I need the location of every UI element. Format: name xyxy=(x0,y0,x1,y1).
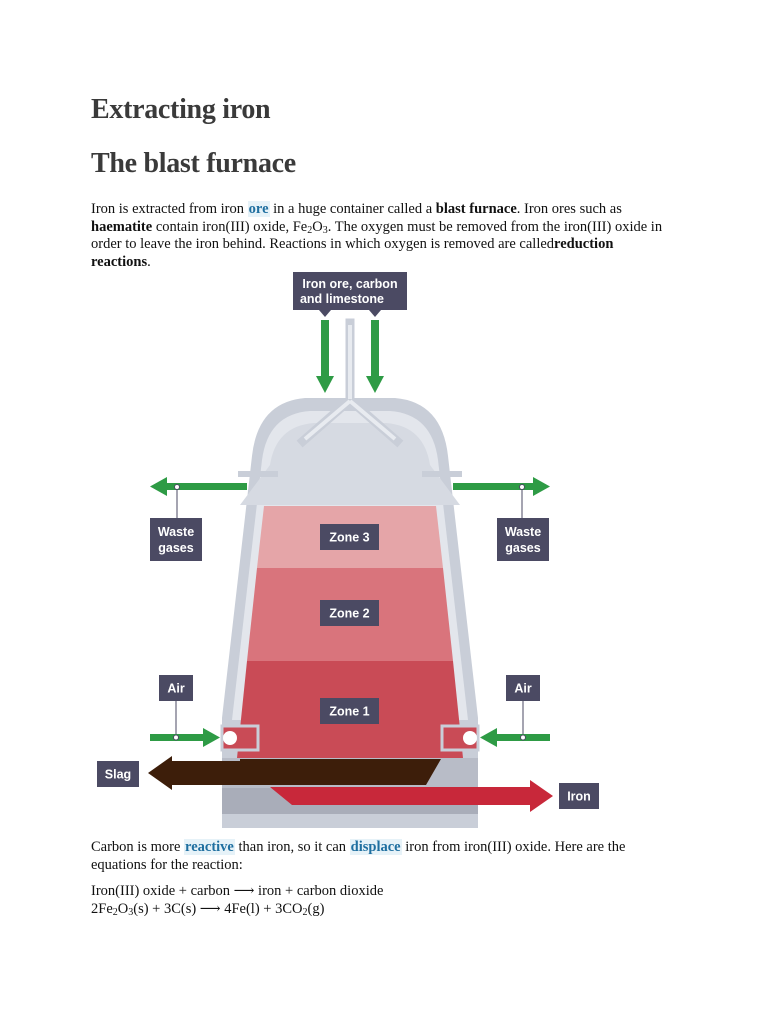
zone3-label: Zone 3 xyxy=(329,531,369,545)
input-label-box xyxy=(293,272,407,310)
iron-arrow xyxy=(270,780,553,812)
air-left-label-box xyxy=(159,675,193,701)
subscript: 2 xyxy=(112,907,118,918)
feed-pipe-inner xyxy=(303,325,397,441)
blast-furnace-term: blast furnace xyxy=(435,201,517,217)
intro-text: O xyxy=(312,218,323,235)
furnace-chamber-top xyxy=(240,423,460,505)
tuyere-right xyxy=(440,724,480,752)
equation-text: (s) + 3C(s) ⟶ 4Fe(l) + 3CO xyxy=(133,901,303,917)
waste-left-line2: gases xyxy=(158,541,193,555)
waste-gas-ducts xyxy=(238,471,462,477)
tuyere-right-opening xyxy=(463,731,477,745)
reaction-paragraph: Carbon is more reactive than iron, so it… xyxy=(91,839,666,874)
intro-paragraph: Iron is extracted from iron ore in a hug… xyxy=(91,201,666,271)
zone1-label-box xyxy=(320,698,379,724)
air-connectors xyxy=(175,701,524,737)
reactive-link[interactable]: reactive xyxy=(184,839,235,855)
intro-text: Iron is extracted from iron xyxy=(91,201,248,217)
tuyere-left-opening xyxy=(223,731,237,745)
page-title: Extracting iron xyxy=(91,94,271,125)
slag-arrow xyxy=(148,756,441,790)
waste-gas-arrows xyxy=(150,477,550,496)
intro-text: . Iron ores such as xyxy=(516,201,622,217)
intro-text: in a huge container called a xyxy=(269,201,436,217)
connector-dot xyxy=(519,484,525,490)
intro-text: . xyxy=(147,253,151,270)
waste-right-line1: Waste xyxy=(505,525,541,539)
slag-label: Slag xyxy=(105,768,131,782)
zone2-label: Zone 2 xyxy=(329,607,369,621)
reaction-text: Carbon is more xyxy=(91,839,185,855)
connector-dot xyxy=(520,734,526,741)
feed-arrows xyxy=(316,320,384,393)
reduction-reactions-term: reduction reactions xyxy=(91,236,614,270)
section-heading: The blast furnace xyxy=(91,148,296,179)
displace-link[interactable]: displace xyxy=(349,839,402,855)
reaction-text: than iron, so it can xyxy=(234,839,350,855)
intro-text: . The oxygen must be removed from the ir… xyxy=(91,218,663,253)
subscript: 3 xyxy=(322,224,328,236)
zone3-label-box xyxy=(320,524,379,550)
reaction-text: iron from iron(III) oxide. Here are the … xyxy=(91,839,626,873)
equation-text: (g) xyxy=(307,901,325,917)
word-equation: Iron(III) oxide + carbon ⟶ iron + carbon… xyxy=(91,883,384,899)
air-right-label: Air xyxy=(514,682,532,696)
intro-text: contain iron(III) oxide, Fe xyxy=(152,218,308,235)
subscript: 2 xyxy=(302,907,308,918)
zone1-label: Zone 1 xyxy=(329,705,369,719)
input-label-line1: Iron ore, carbon xyxy=(302,277,397,291)
connector-dot xyxy=(173,734,179,741)
waste-gas-connectors xyxy=(176,487,523,518)
equation-text: O xyxy=(117,901,129,917)
iron-label-box xyxy=(559,783,599,809)
subscript: 3 xyxy=(128,907,134,918)
waste-right-line2: gases xyxy=(505,541,540,555)
air-right-label-box xyxy=(506,675,540,701)
iron-label: Iron xyxy=(567,790,591,804)
slag-label-box xyxy=(97,761,139,787)
input-label-pointer-left xyxy=(319,310,331,317)
waste-left-line1: Waste xyxy=(158,525,194,539)
ore-link[interactable]: ore xyxy=(247,201,270,217)
input-label-line2: and limestone xyxy=(300,292,384,306)
waste-right-label-box xyxy=(497,518,549,561)
input-label-pointer-right xyxy=(369,310,381,317)
connector-dot xyxy=(174,484,180,490)
zone2-label-box xyxy=(320,600,379,626)
waste-left-label-box xyxy=(150,518,202,561)
symbol-equation: 2Fe2O3(s) + 3C(s) ⟶ 4Fe(l) + 3CO2(g) xyxy=(91,900,324,918)
equation-text: 2Fe xyxy=(91,901,113,917)
haematite-term: haematite xyxy=(91,218,153,235)
air-left-label: Air xyxy=(167,682,185,696)
subscript: 2 xyxy=(307,224,313,236)
